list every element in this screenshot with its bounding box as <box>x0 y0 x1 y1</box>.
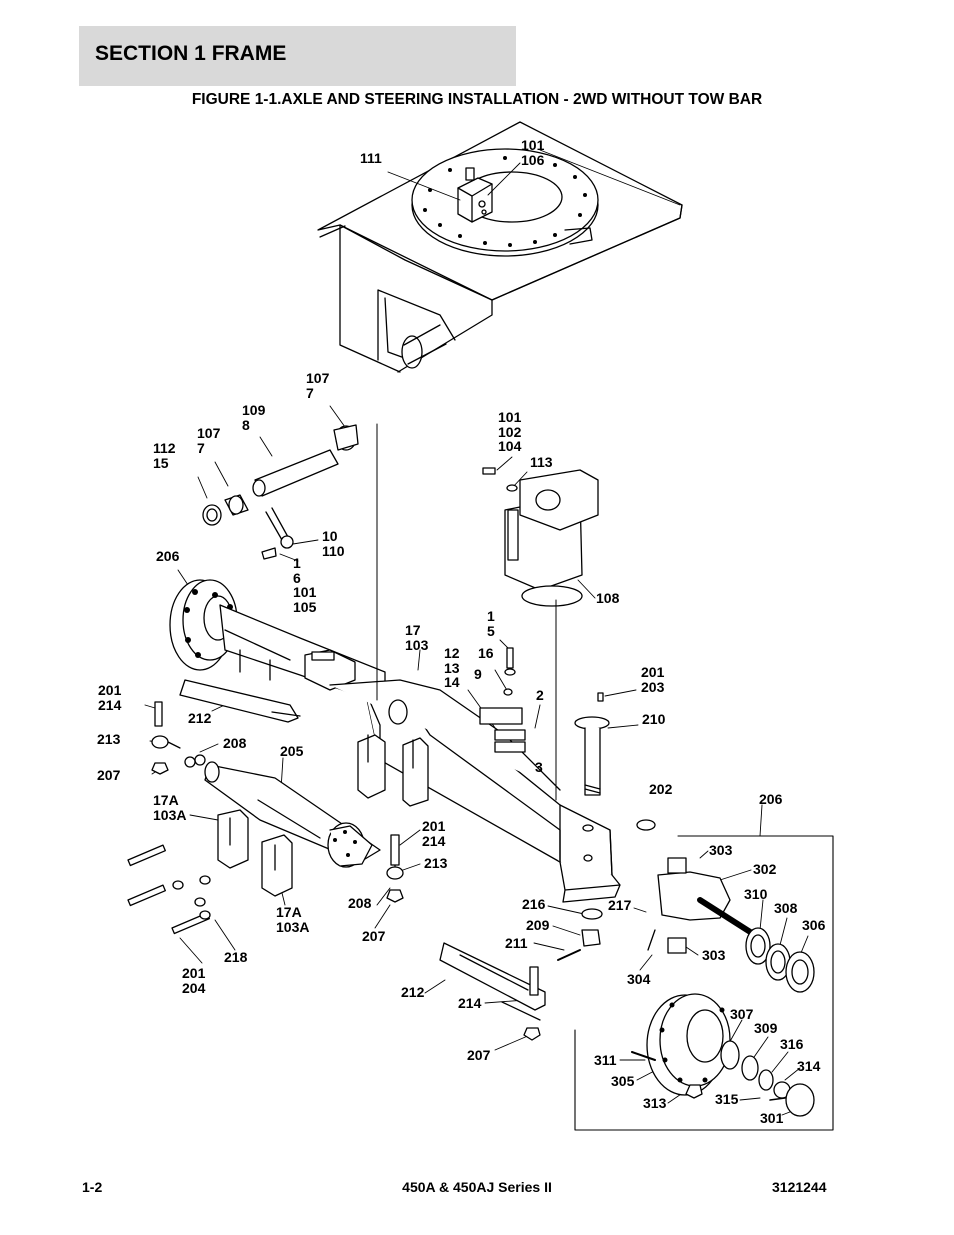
document-number: 3121244 <box>772 1179 827 1195</box>
callout: 17 103 <box>405 622 429 653</box>
callout: 211 <box>505 935 528 951</box>
callout: 209 <box>526 917 550 933</box>
callout: 107 7 <box>306 370 330 401</box>
callout: 304 <box>627 971 651 987</box>
callout: 303 <box>709 842 733 858</box>
callout: 302 <box>753 861 777 877</box>
callout: 101 106 <box>521 137 545 168</box>
callout: 202 <box>649 781 673 797</box>
callout: 311 <box>594 1052 617 1068</box>
callout: 206 <box>759 791 783 807</box>
callout: 201 214 <box>98 682 122 713</box>
callout: 113 <box>530 454 553 470</box>
callout: 216 <box>522 896 546 912</box>
callout: 17A 103A <box>276 904 310 935</box>
callout: 208 <box>348 895 372 911</box>
callout: 207 <box>362 928 386 944</box>
callout: 16 <box>478 645 494 661</box>
callout: 313 <box>643 1095 667 1111</box>
callout: 218 <box>224 949 248 965</box>
callout: 309 <box>754 1020 778 1036</box>
callout: 101 102 104 <box>498 409 522 454</box>
callout: 206 <box>156 548 180 564</box>
leader-lines <box>144 162 809 1116</box>
callout: 201 204 <box>182 965 206 996</box>
model-name: 450A & 450AJ Series II <box>402 1179 552 1195</box>
callout: 315 <box>715 1091 739 1107</box>
callout: 109 8 <box>242 402 266 433</box>
callout: 12 13 14 <box>444 645 460 690</box>
hub-inset <box>574 835 834 1131</box>
callout: 308 <box>774 900 798 916</box>
callout: 212 <box>188 710 212 726</box>
callout: 111 <box>360 150 382 166</box>
callout: 301 <box>760 1110 784 1126</box>
callout: 314 <box>797 1058 821 1074</box>
axle-beam <box>127 467 656 1041</box>
callout: 316 <box>780 1036 804 1052</box>
frame-turntable <box>317 121 683 373</box>
callout: 107 7 <box>197 425 221 456</box>
callout: 207 <box>467 1047 491 1063</box>
section-banner <box>79 26 516 86</box>
callout: 306 <box>802 917 826 933</box>
callout: 3 <box>535 759 543 775</box>
cylinder-bushings <box>202 424 359 560</box>
callout: 213 <box>424 855 448 871</box>
callout: 207 <box>97 767 121 783</box>
callout: 303 <box>702 947 726 963</box>
callout: 214 <box>458 995 482 1011</box>
callout: 210 <box>642 711 666 727</box>
callout: 9 <box>474 666 482 682</box>
callout: 112 15 <box>153 440 176 471</box>
callout: 17A 103A <box>153 792 187 823</box>
callout: 213 <box>97 731 121 747</box>
callout: 1 6 101 105 <box>293 555 317 615</box>
callout: 205 <box>280 743 304 759</box>
callout: 201 214 <box>422 818 446 849</box>
figure-title: FIGURE 1-1.AXLE AND STEERING INSTALLATIO… <box>191 91 763 108</box>
callout: 217 <box>608 897 632 913</box>
callout: 307 <box>730 1006 754 1022</box>
page-number: 1-2 <box>82 1179 103 1195</box>
callout: 10 110 <box>322 528 345 559</box>
callout: 305 <box>611 1073 635 1089</box>
callout: 2 <box>536 687 544 703</box>
callout: 1 5 <box>487 608 495 639</box>
section-title: SECTION 1 FRAME <box>95 42 287 65</box>
callout: 310 <box>744 886 768 902</box>
callout: 208 <box>223 735 247 751</box>
callout: 212 <box>401 984 425 1000</box>
callout: 201 203 <box>641 664 665 695</box>
callout: 108 <box>596 590 620 606</box>
